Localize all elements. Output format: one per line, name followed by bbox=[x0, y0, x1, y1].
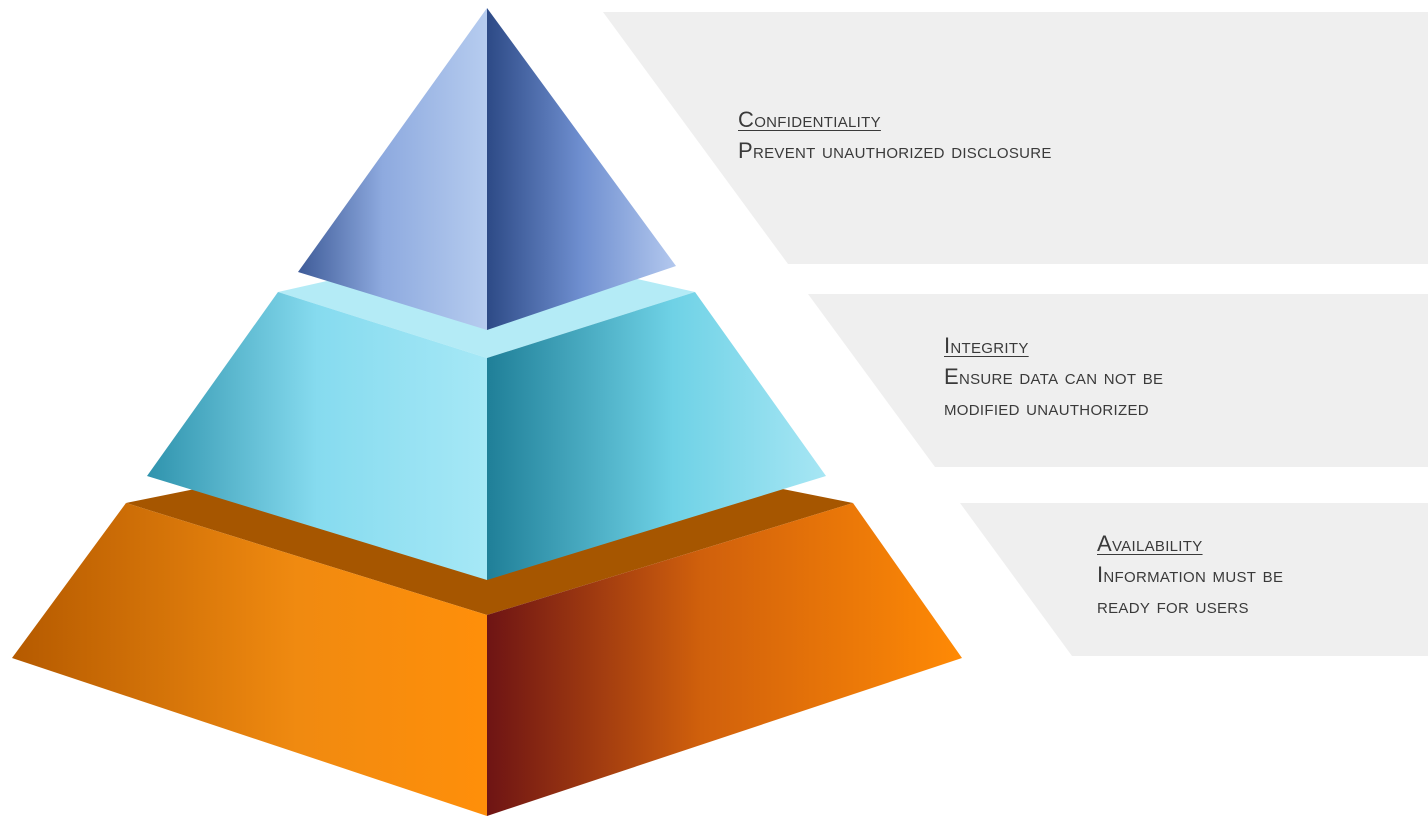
availability-tier-right-face bbox=[487, 503, 962, 816]
availability-panel bbox=[960, 503, 1428, 656]
integrity-description-line-1: Ensure data can not be bbox=[944, 364, 1164, 389]
integrity-label: Integrity Ensure data can not be modifie… bbox=[944, 330, 1163, 423]
confidentiality-tier bbox=[298, 8, 676, 330]
availability-title: Availability bbox=[1097, 531, 1203, 556]
integrity-panel bbox=[808, 294, 1428, 467]
availability-description-line-2: ready for users bbox=[1097, 593, 1249, 618]
confidentiality-label: Confidentiality Prevent unauthorized dis… bbox=[738, 104, 1052, 166]
integrity-tier-left-face bbox=[147, 292, 487, 580]
availability-description-line-1: Information must be bbox=[1097, 562, 1284, 587]
confidentiality-title: Confidentiality bbox=[738, 107, 881, 132]
integrity-tier-right-face bbox=[487, 292, 826, 580]
integrity-description-line-2: modified unauthorized bbox=[944, 395, 1149, 420]
confidentiality-description-line-1: Prevent unauthorized disclosure bbox=[738, 138, 1052, 163]
confidentiality-tier-right-face bbox=[487, 8, 676, 330]
availability-tier-left-face bbox=[12, 503, 487, 816]
integrity-title: Integrity bbox=[944, 333, 1029, 358]
confidentiality-tier-left-face bbox=[298, 8, 487, 330]
confidentiality-panel bbox=[603, 12, 1428, 264]
availability-label: Availability Information must be ready f… bbox=[1097, 528, 1283, 621]
